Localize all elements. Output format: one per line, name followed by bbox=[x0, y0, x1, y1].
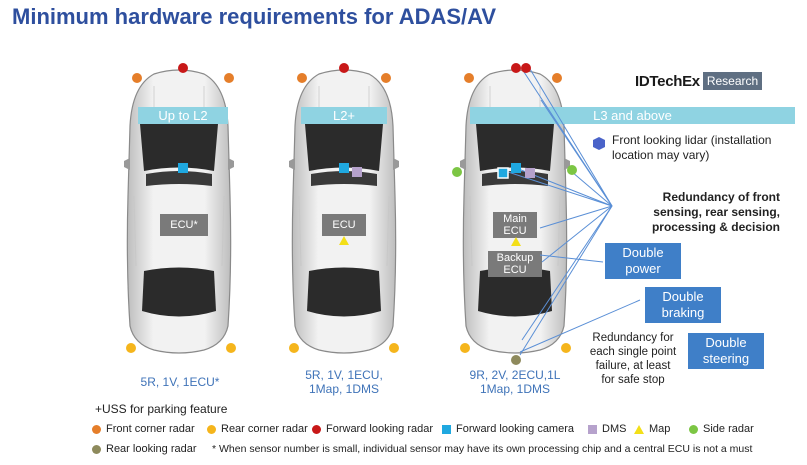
band-level-2: L2+ bbox=[301, 107, 387, 124]
legend-forward-looking-camera-swatch bbox=[442, 424, 451, 434]
forward-radar-3b bbox=[521, 63, 531, 73]
ecu-main: Main ECU bbox=[493, 212, 537, 238]
forward-radar-3a bbox=[511, 63, 521, 73]
front-corner-radar-1b bbox=[224, 73, 234, 83]
rear-corner-radar-2b bbox=[389, 343, 399, 353]
legend-rear-corner-radar-swatch bbox=[207, 424, 216, 434]
footnote: * When sensor number is small, individua… bbox=[212, 443, 753, 455]
band-level-3: L3 and above bbox=[470, 107, 795, 124]
legend-forward-looking-radar: Forward looking radar bbox=[312, 423, 433, 435]
legend-rear-looking-radar: Rear looking radar bbox=[92, 443, 197, 455]
side-radar-3b bbox=[567, 165, 577, 175]
legend-forward-looking-radar-swatch bbox=[312, 424, 321, 434]
page-title: Minimum hardware requirements for ADAS/A… bbox=[12, 4, 497, 29]
front-corner-radar-1a bbox=[132, 73, 142, 83]
dms-3 bbox=[525, 168, 535, 178]
rear-corner-radar-3b bbox=[561, 343, 571, 353]
callout-lines bbox=[507, 68, 641, 356]
side-radar-3a bbox=[452, 167, 462, 177]
front-corner-radar-3b bbox=[552, 73, 562, 83]
legend-side-radar: Side radar bbox=[689, 423, 754, 435]
forward-radar-2 bbox=[339, 63, 349, 73]
ecu-level-2: ECU bbox=[322, 214, 366, 236]
legend-front-corner-radar: Front corner radar bbox=[92, 423, 195, 435]
legend-side-radar-swatch bbox=[689, 424, 698, 434]
ecu-level-1: ECU* bbox=[160, 214, 208, 236]
logo-brand: IDTechEx bbox=[635, 72, 700, 90]
dms-2 bbox=[352, 167, 362, 177]
redundancy-note: Redundancy of front sensing, rear sensin… bbox=[651, 190, 780, 234]
forward-camera-3b bbox=[511, 163, 521, 173]
caption-level-2: 5R, 1V, 1ECU, 1Map, 1DMS bbox=[305, 368, 383, 396]
forward-camera-3a bbox=[497, 167, 509, 179]
legend-front-corner-radar-swatch bbox=[92, 424, 101, 434]
legend-rear-corner-radar: Rear corner radar bbox=[207, 423, 308, 435]
forward-radar-1 bbox=[178, 63, 188, 73]
legend-dms-swatch bbox=[588, 424, 597, 434]
rear-corner-radar-1a bbox=[126, 343, 136, 353]
uss-note: +USS for parking feature bbox=[95, 402, 228, 416]
front-corner-radar-2b bbox=[381, 73, 391, 83]
band-level-1: Up to L2 bbox=[138, 107, 228, 124]
failure-note: Redundancy for each single point failure… bbox=[589, 332, 677, 386]
rear-looking-radar-3 bbox=[511, 355, 521, 365]
forward-camera-2 bbox=[339, 163, 349, 173]
legend-forward-looking-camera: Forward looking camera bbox=[442, 423, 574, 435]
front-corner-radar-3a bbox=[464, 73, 474, 83]
caption-level-3: 9R, 2V, 2ECU,1L 1Map, 1DMS bbox=[469, 368, 561, 396]
caption-level-1: 5R, 1V, 1ECU* bbox=[140, 375, 220, 389]
rear-corner-radar-3a bbox=[460, 343, 470, 353]
rear-corner-radar-1b bbox=[226, 343, 236, 353]
legend-map: Map bbox=[634, 423, 670, 435]
legend-map-swatch bbox=[634, 424, 644, 434]
rear-corner-radar-2a bbox=[289, 343, 299, 353]
lidar-note: Front looking lidar (installation locati… bbox=[612, 133, 772, 162]
logo-tag: Research bbox=[702, 72, 763, 90]
idtechex-logo: IDTechEx Research bbox=[635, 72, 763, 90]
legend-rear-looking-radar-swatch bbox=[92, 444, 101, 454]
legend-dms: DMS bbox=[588, 423, 626, 435]
forward-camera-1 bbox=[178, 163, 188, 173]
front-corner-radar-2a bbox=[297, 73, 307, 83]
ecu-backup: Backup ECU bbox=[488, 251, 542, 277]
lidar-icon bbox=[593, 137, 605, 150]
map-2 bbox=[339, 236, 349, 245]
map-3 bbox=[511, 237, 521, 246]
